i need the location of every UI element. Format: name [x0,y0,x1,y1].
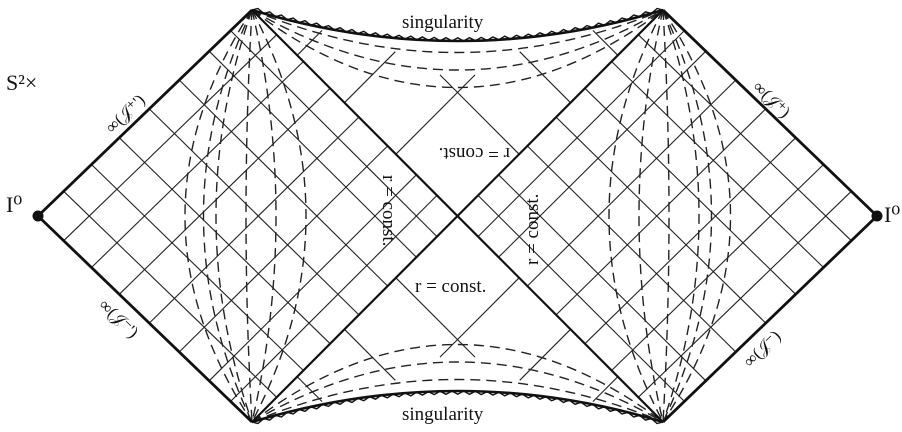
grid-line-right [637,34,852,242]
grid-line-left [148,116,360,324]
grid-line-top [439,74,520,155]
r-const-curve-bottom [251,361,664,423]
singularity-hatch-top [251,7,664,42]
grid-line-bottom [344,328,396,381]
grid-line-right [527,79,737,287]
r-const-curve-left [215,9,253,423]
grid-line-right [498,50,707,258]
scri-minus-right-label: ∞(𝒥⁻) [740,327,785,371]
r-const-label-right: r = const. [522,194,543,265]
grid-line-right [584,87,797,295]
grid-line-left [230,30,438,237]
singularity-label-bottom: singularity [402,404,484,425]
grid-line-bottom [592,376,619,402]
singularity-curve-bottom [251,389,664,424]
grid-line-right [477,195,685,402]
grid-line-right [637,190,852,398]
r-const-label-top: r = const. [439,143,510,164]
grid-line-right [611,61,824,268]
r-const-curve-right [638,9,664,423]
horizon-line-b [251,9,664,423]
r-const-curve-left-outer [184,9,253,423]
grid-line-right [584,137,797,345]
r-const-curve-top [251,9,664,71]
grid-line-right [611,164,824,371]
r-const-curve-top [251,9,664,54]
grid-line-right [555,116,767,324]
scri-plus-left-label: ∞(𝒥⁺') [102,90,149,136]
r-const-curve-right [662,9,670,423]
grid-line-right [498,174,707,382]
grid-line-left [118,87,331,295]
r-const-curve-left [251,9,277,423]
r-const-label-left: r = const. [378,175,399,246]
r-const-curve-bottom [251,343,664,423]
r-const-curve-right-outer [662,9,732,423]
r-const-curve-left [245,9,253,423]
grid-line-left [63,34,278,242]
spatial-infinity-label-left: I⁰ [6,192,22,217]
grid-line-top [344,51,396,104]
coordinate-grid-lines [63,30,852,402]
spatial-infinity-dot-left [32,210,44,222]
grid-line-left [148,108,360,316]
singularity-hatch-bottom [251,390,664,425]
grid-line-left [230,195,438,402]
grid-line-right [555,108,767,316]
grid-line-top [296,30,323,56]
scri-minus-left-label: ∞(𝒥⁻') [95,295,142,341]
grid-line-left [178,79,388,287]
grid-line-left [208,50,417,258]
grid-line-bottom [296,376,323,402]
singularity-curve-top [251,8,664,43]
spatial-infinity-label-right: I⁰ [884,202,900,227]
grid-line-left [178,145,388,353]
r-const-dashed-curves [184,9,732,423]
grid-line-left [208,174,417,382]
grid-line-bottom [439,277,520,358]
r-const-curve-bottom [251,378,664,423]
grid-line-bottom [519,328,571,381]
grid-line-top [519,51,571,104]
grid-line-top [592,30,619,56]
grid-line-left [91,164,304,371]
r-const-curve-left [251,9,307,423]
r-const-curve-top [251,9,664,89]
spatial-infinity-dot-right [871,210,883,222]
grid-line-right [477,30,685,237]
singularity-label-top: singularity [402,12,484,33]
r-const-curve-right [608,9,664,423]
r-const-curve-right-outer [662,9,713,423]
grid-line-left [63,190,278,398]
r-const-curve-right [662,9,700,423]
r-const-label-bottom: r = const. [415,276,486,297]
r-const-curve-left-outer [202,9,253,423]
grid-line-right [527,145,737,353]
grid-line-left [91,61,304,268]
s2-times-label: S²× [6,70,37,95]
grid-line-left [118,137,331,345]
